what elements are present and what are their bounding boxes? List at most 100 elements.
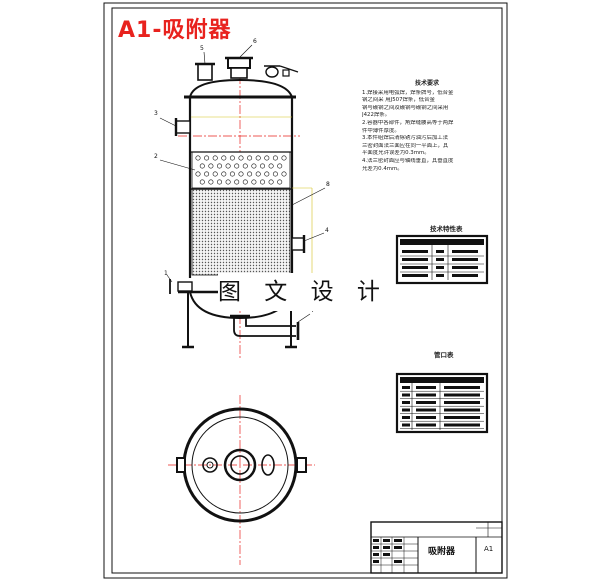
perforation-hole [281, 155, 287, 161]
adsorbent-bed [191, 188, 291, 276]
nozzle-table-cell [402, 393, 410, 397]
title-block-code: A1 [484, 545, 494, 553]
perforation-hole [255, 171, 261, 177]
perforation-hole [238, 171, 244, 177]
perforation-hole [225, 163, 231, 169]
perforation-hole [242, 163, 248, 169]
note-line: 2.容器中各部件，角焊缝腰高等于两焊 [362, 119, 454, 126]
perforation-hole [251, 163, 257, 169]
drawing-title: A1-吸附器 [118, 18, 232, 43]
nozzle-table-cell [444, 408, 480, 412]
callout-5: 5 [200, 45, 204, 52]
note-line: 允差为0.4mm。 [362, 165, 403, 172]
note-line: 钢与碳钢之间及碳钢与碳钢之间采用 [362, 104, 449, 111]
title-block-name: 吸附器 [428, 547, 456, 557]
inner-border [111, 7, 503, 574]
note-line: 4.法兰密封面应与轴线垂直，其垂直度 [362, 157, 454, 164]
nozzle-table-cell [416, 393, 436, 397]
perforation-hole [195, 171, 201, 177]
note-line: 件中薄件厚度。 [362, 127, 400, 134]
callout-3: 3 [154, 110, 158, 117]
nozzle-table-cell [444, 423, 480, 427]
nozzle-table-cell [444, 393, 480, 397]
nozzle-table-cell [444, 416, 480, 419]
perforation-hole [204, 155, 210, 161]
perforation-hole [229, 155, 235, 161]
callout-4: 4 [325, 227, 329, 234]
notes-lines: 1.焊接采用电弧焊，焊条牌号，低合金钢之间采 用J507焊条，低合金钢与碳钢之间… [362, 90, 492, 174]
callout-2: 2 [154, 153, 158, 160]
perforation-hole [204, 171, 210, 177]
title-block [370, 521, 503, 574]
outer-border [103, 2, 508, 579]
perforation-hole [277, 179, 283, 185]
nozzle-table-title: 管口表 [434, 351, 454, 359]
nozzle-table-cell [416, 423, 436, 427]
perforation-hole [225, 179, 231, 185]
perforation-hole [199, 179, 205, 185]
nozzle-table-cell [444, 386, 480, 389]
perforation-hole [234, 179, 240, 185]
top-nozzles [195, 56, 299, 81]
notes-title: 技术要求 [414, 80, 439, 87]
technical-requirements: 技术要求 1.焊接采用电弧焊，焊条牌号，低合金钢之间采 用J507焊条，低合金钢… [362, 80, 492, 173]
specs-table-title: 技术特性表 [430, 225, 463, 233]
perforation-hole [277, 163, 283, 169]
perforation-hole [217, 179, 223, 185]
perforation-hole [221, 171, 227, 177]
callout-8: 8 [326, 181, 330, 188]
nozzle-table-cell [444, 401, 480, 404]
nozzle-table-cell [402, 423, 410, 427]
perforation-hole [212, 155, 218, 161]
watermark: 图 文 设 计 [218, 273, 386, 311]
perforation-hole [229, 171, 235, 177]
perforation-hole [259, 179, 265, 185]
perforation-hole [208, 179, 214, 185]
perforation-hole [264, 171, 270, 177]
nozzle-table [395, 372, 489, 434]
perforation-hole [268, 163, 274, 169]
perforation-hole [255, 155, 261, 161]
nozzle-table-cell [416, 401, 436, 404]
note-line: 兰密封面法兰面应在同一平面上，其 [362, 142, 449, 149]
nozzle-table-cell [402, 408, 410, 412]
perforation-hole [199, 163, 205, 169]
perforation-hole [247, 171, 253, 177]
callout-leaders [159, 44, 326, 323]
plan-view [176, 407, 307, 523]
perforation-hole [251, 179, 257, 185]
perforation-hole [259, 163, 265, 169]
perforation-hole [272, 171, 278, 177]
bottom-outlet-pipe [230, 314, 300, 340]
side-nozzle-right [291, 235, 306, 253]
perforation-hole [272, 155, 278, 161]
perforation-hole [195, 155, 201, 161]
note-line: 1.焊接采用电弧焊，焊条牌号，低合金 [362, 89, 454, 96]
specs-table [395, 234, 489, 285]
nozzle-table-cell [416, 408, 436, 412]
perforation-hole [217, 163, 223, 169]
perforation-hole [242, 179, 248, 185]
perforation-hole [268, 179, 274, 185]
nozzle-table-cell [402, 401, 410, 404]
note-line: J422焊条。 [362, 112, 391, 119]
note-line: 钢之间采 用J507焊条，低合金 [362, 97, 435, 104]
note-line: 平面度允许误差为0.3mm。 [362, 150, 430, 157]
nozzle-table-cell [402, 386, 410, 389]
bottom-left-nozzle [169, 279, 193, 294]
nozzle-table-cell [416, 386, 436, 389]
side-nozzle-left [174, 118, 191, 136]
perforation-hole [238, 155, 244, 161]
note-line: 3.本件组焊后清除锈污油污后加工法 [362, 135, 449, 142]
perforation-holes [195, 155, 287, 185]
nozzle-table-cell [416, 416, 436, 419]
perforation-hole [247, 155, 253, 161]
top-head [189, 78, 293, 98]
callout-6: 6 [253, 38, 257, 45]
perforation-hole [234, 163, 240, 169]
nozzle-table-cell [402, 416, 410, 419]
leader-lines [191, 116, 313, 275]
perforation-hole [281, 171, 287, 177]
perforation-hole [212, 171, 218, 177]
